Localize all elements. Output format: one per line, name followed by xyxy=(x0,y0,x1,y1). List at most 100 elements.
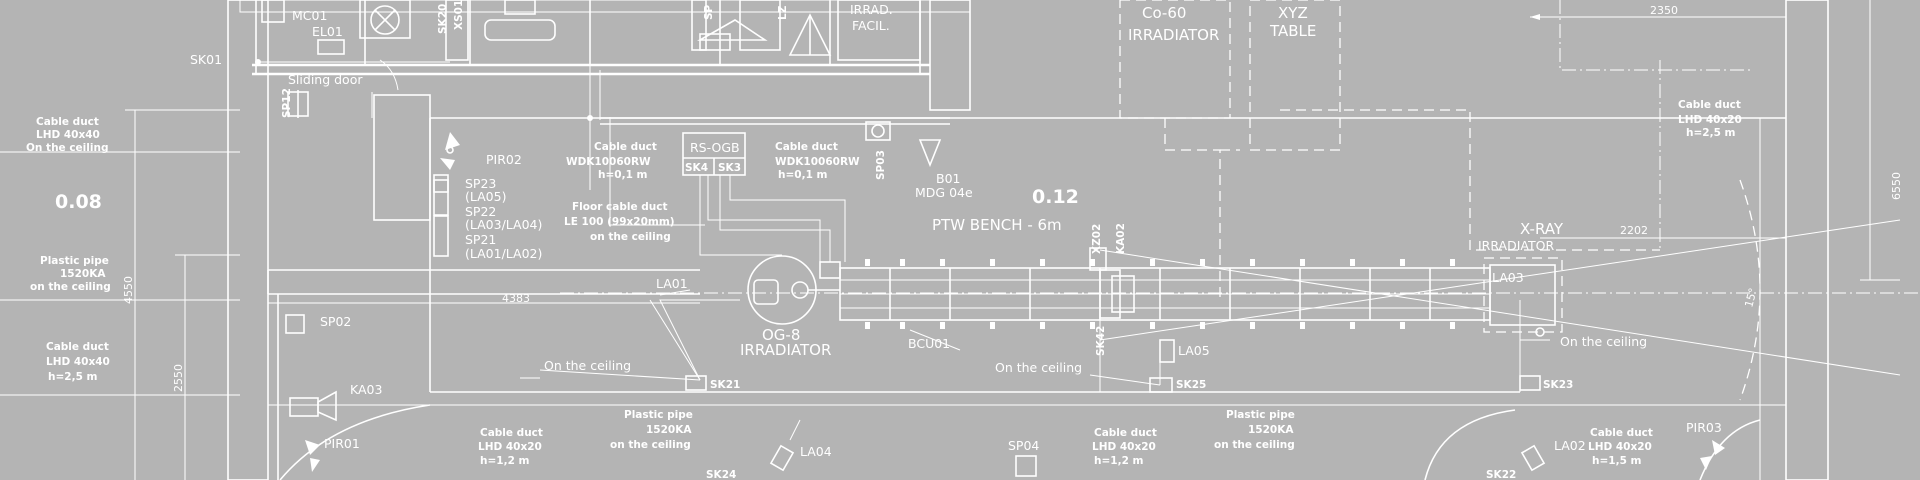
label-sp12: SP12 xyxy=(281,88,293,118)
label-duct-b2-c: h=1,2 m xyxy=(1094,455,1144,467)
cable-routes xyxy=(520,117,1550,392)
xray-irradiator xyxy=(1483,257,1563,333)
label-irrad: IRRAD. xyxy=(850,2,893,17)
label-floor-duct-b: LE 100 (99x20mm) xyxy=(564,216,675,228)
label-duct-l2-b: LHD 40x40 xyxy=(46,356,110,368)
label-duct-c2-b: WDK10060RW xyxy=(775,156,860,168)
label-xray-irradiator: IRRADIATOR xyxy=(1478,238,1554,253)
label-sk21: SK21 xyxy=(710,379,740,391)
label-pir01: PIR01 xyxy=(324,436,360,451)
label-duct-c2-c: h=0,1 m xyxy=(778,169,828,181)
label-duct-c1-b: WDK10060RW xyxy=(566,156,651,168)
label-sp03: SP03 xyxy=(875,150,887,180)
label-sk24: SK24 xyxy=(706,469,736,480)
label-duct-l1-a: Cable duct xyxy=(36,116,99,128)
equipment-symbols xyxy=(285,90,1725,477)
label-xz02: XZ02 xyxy=(1091,224,1103,254)
label-floor-duct-a: Floor cable duct xyxy=(572,201,667,213)
label-value-012: 0.12 xyxy=(1032,186,1079,208)
label-la02: LA02 xyxy=(1554,438,1586,453)
bench-dots xyxy=(865,259,1455,329)
label-og8: OG-8 xyxy=(762,326,800,344)
label-el01: EL01 xyxy=(312,24,343,39)
dim-2202: 2202 xyxy=(1620,224,1648,237)
text-labels: SK01 MC01 EL01 SK20 XS01 SP LZ IRRAD. FA… xyxy=(26,0,1903,480)
label-sp21: SP21 xyxy=(465,232,496,247)
label-ka02: KA02 xyxy=(1115,223,1127,254)
label-duct-c1-c: h=0,1 m xyxy=(598,169,648,181)
label-pipe-b2-b: 1520KA xyxy=(1248,424,1294,436)
label-sp23: SP23 xyxy=(465,176,496,191)
label-pipe-b-a: Plastic pipe xyxy=(624,409,693,421)
dim-2350: 2350 xyxy=(1650,4,1678,17)
label-co60-irradiator: IRRADIATOR xyxy=(1128,26,1219,44)
label-ptw-bench: PTW BENCH - 6m xyxy=(932,216,1062,234)
label-on-ceiling-2: On the ceiling xyxy=(995,360,1082,375)
label-duct-b3-a: Cable duct xyxy=(1590,427,1653,439)
label-lz: LZ xyxy=(777,5,789,20)
label-sk23: SK23 xyxy=(1543,379,1573,391)
label-pipe-b-c: on the ceiling xyxy=(610,439,691,451)
label-duct-r1-c: h=2,5 m xyxy=(1686,127,1736,139)
label-og8-irradiator: IRRADIATOR xyxy=(740,341,831,359)
label-pipe-b2-a: Plastic pipe xyxy=(1226,409,1295,421)
label-duct-l1-b: LHD 40x40 xyxy=(36,129,100,141)
beam-lines xyxy=(560,179,1920,401)
label-sk01: SK01 xyxy=(190,52,222,67)
label-duct-b2-a: Cable duct xyxy=(1094,427,1157,439)
label-duct-r1-b: LHD 40x20 xyxy=(1678,114,1742,126)
label-xray: X-RAY xyxy=(1520,220,1564,238)
label-on-ceiling-1: On the ceiling xyxy=(544,358,631,373)
label-b01: B01 xyxy=(936,171,960,186)
label-la04: LA04 xyxy=(800,444,832,459)
label-duct-b2-b: LHD 40x20 xyxy=(1092,441,1156,453)
label-sp: SP xyxy=(703,4,715,20)
label-facil: FACIL. xyxy=(852,18,890,33)
label-rs-ogb: RS-OGB xyxy=(690,140,740,155)
label-pipe-l-c: on the ceiling xyxy=(30,281,111,293)
dim-4383: 4383 xyxy=(502,292,530,305)
label-sp04: SP04 xyxy=(1008,438,1039,453)
label-sk4: SK4 xyxy=(685,162,708,174)
label-sp22: SP22 xyxy=(465,204,496,219)
dim-4550: 4550 xyxy=(122,276,135,304)
dim-2550: 2550 xyxy=(172,364,185,392)
top-equipment-room xyxy=(255,0,921,190)
label-la01: LA01 xyxy=(656,276,688,291)
label-bcu01: BCU01 xyxy=(908,336,950,351)
label-pipe-l-b: 1520KA xyxy=(60,268,106,280)
label-xs01: XS01 xyxy=(453,0,465,30)
label-duct-b3-c: h=1,5 m xyxy=(1592,455,1642,467)
label-sk20: SK20 xyxy=(437,4,449,34)
label-duct-b3-b: LHD 40x20 xyxy=(1588,441,1652,453)
label-on-ceiling-3: On the ceiling xyxy=(1560,334,1647,349)
label-xyz: XYZ xyxy=(1278,4,1308,22)
room-outlines xyxy=(252,0,1786,480)
label-sp02: SP02 xyxy=(320,314,351,329)
label-table: TABLE xyxy=(1269,22,1316,40)
label-floor-duct-c: on the ceiling xyxy=(590,231,671,243)
ptw-bench xyxy=(839,259,1491,329)
label-pipe-b-b: 1520KA xyxy=(646,424,692,436)
label-pir02: PIR02 xyxy=(486,152,522,167)
label-co60: Co-60 xyxy=(1142,4,1186,22)
label-sk22: SK22 xyxy=(1486,469,1516,480)
label-angle-15: 15° xyxy=(1742,287,1760,309)
label-la05: LA05 xyxy=(1178,343,1210,358)
label-sk3: SK3 xyxy=(718,162,741,174)
label-mc01: MC01 xyxy=(292,8,327,23)
label-duct-b1-b: LHD 40x20 xyxy=(478,441,542,453)
label-duct-c2-a: Cable duct xyxy=(775,141,838,153)
label-la01-la02: (LA01/LA02) xyxy=(465,246,542,261)
label-duct-c1-a: Cable duct xyxy=(594,141,657,153)
label-value-008: 0.08 xyxy=(55,191,102,213)
label-duct-r1-a: Cable duct xyxy=(1678,99,1741,111)
label-ka03: KA03 xyxy=(350,382,382,397)
label-duct-l2-c: h=2,5 m xyxy=(48,371,98,383)
door-swings xyxy=(279,59,1761,480)
label-mdg: MDG 04e xyxy=(915,185,973,200)
label-la05-paren: (LA05) xyxy=(465,189,506,204)
